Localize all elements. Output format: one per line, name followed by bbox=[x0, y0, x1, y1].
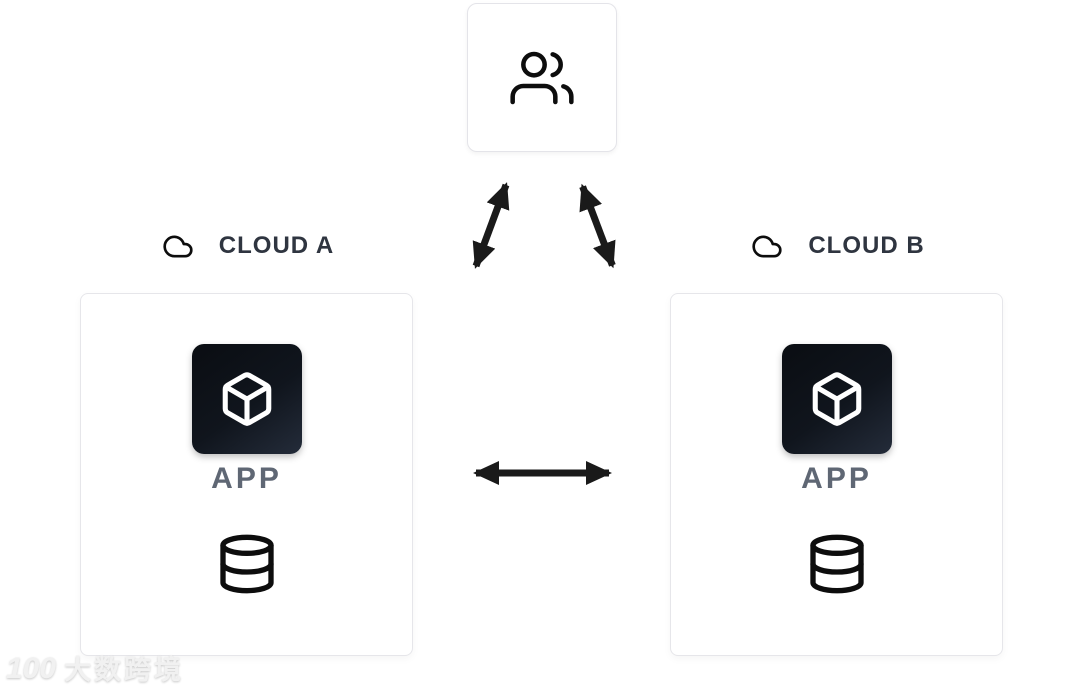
cloud-b-label: CLOUD B bbox=[670, 226, 1003, 266]
app-node-cloud-a bbox=[192, 344, 302, 454]
arrow-users-cloud-b-icon bbox=[579, 183, 616, 269]
watermark-logo: 100 bbox=[6, 652, 57, 685]
cloud-icon bbox=[752, 235, 782, 257]
users-icon bbox=[510, 51, 574, 104]
cloud-a-zone: APP bbox=[80, 293, 413, 656]
arrow-cloud-a-cloud-b-icon bbox=[473, 461, 612, 485]
watermark: 100 大数跨境 bbox=[6, 652, 185, 685]
cube-icon bbox=[222, 372, 272, 426]
arrow-users-cloud-a-icon bbox=[472, 182, 510, 269]
users-node bbox=[467, 3, 617, 152]
cloud-b-zone: APP bbox=[670, 293, 1003, 656]
database-icon bbox=[809, 534, 864, 594]
cube-icon bbox=[812, 372, 862, 426]
database-node-cloud-a bbox=[81, 530, 412, 598]
app-label: APP bbox=[211, 462, 282, 495]
cloud-a-label-text: CLOUD A bbox=[218, 232, 335, 259]
app-node-cloud-b bbox=[782, 344, 892, 454]
cloud-b-label-text: CLOUD B bbox=[808, 232, 925, 259]
database-node-cloud-b bbox=[671, 530, 1002, 598]
database-icon bbox=[219, 534, 274, 594]
watermark-text: 大数跨境 bbox=[64, 654, 185, 685]
app-label: APP bbox=[801, 462, 872, 495]
cloud-a-label: CLOUD A bbox=[80, 226, 413, 266]
cloud-icon bbox=[163, 235, 193, 257]
